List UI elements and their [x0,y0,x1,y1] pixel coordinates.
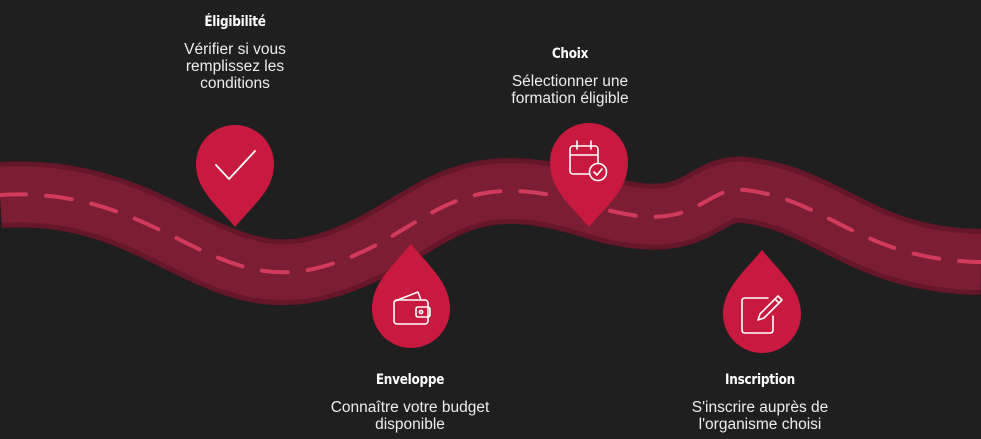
step-envelope: Enveloppe Connaître votre budget disponi… [300,371,520,433]
step-inscription-description: S'inscrire auprès de l'organisme choisi [691,399,829,433]
pin-inscription-shape [723,250,801,353]
step-choice-title: Choix [551,46,589,62]
step-eligibility-description: Vérifier si vous remplissez les conditio… [184,41,286,92]
checkmark-icon [215,150,256,180]
step-envelope-description: Connaître votre budget disponible [330,399,490,433]
pin-choice [550,123,628,227]
calendar-check-icon [569,140,608,182]
road-center-dashes [0,187,981,275]
pin-inscription [723,250,801,353]
step-inscription-title: Inscription [725,372,795,388]
edit-document-icon [741,295,783,334]
pin-eligibility [196,125,274,227]
wallet-icon [393,291,431,325]
pin-envelope-shape [372,244,450,348]
step-eligibility-title: Éligibilité [204,14,266,30]
pin-envelope [372,244,450,348]
step-choice-description: Sélectionner une formation éligible [511,73,629,107]
step-choice: Choix Sélectionner une formation éligibl… [460,45,680,107]
step-envelope-title: Enveloppe [375,372,445,388]
pin-eligibility-shape [196,125,274,227]
step-eligibility: Éligibilité Vérifier si vous remplissez … [125,13,345,92]
step-inscription: Inscription S'inscrire auprès de l'organ… [650,371,870,433]
